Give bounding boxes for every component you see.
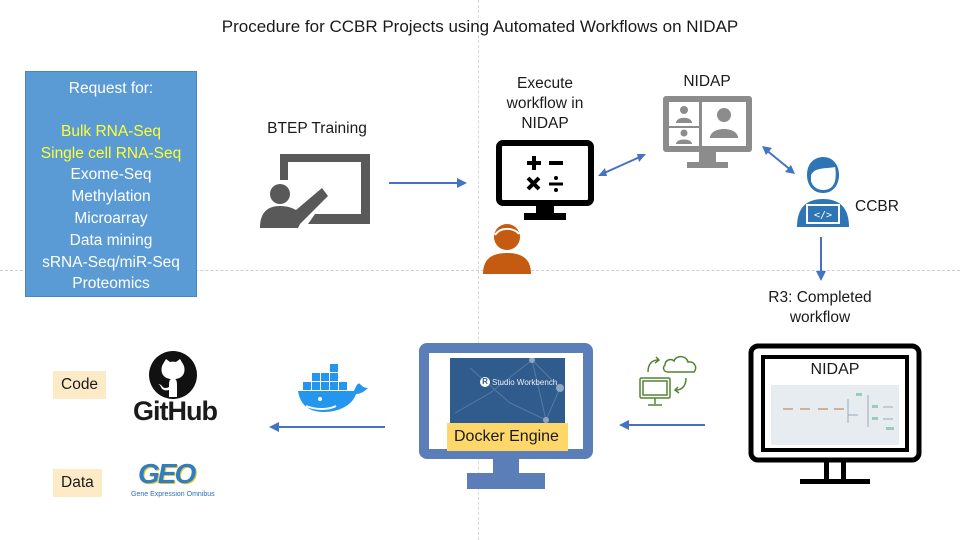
completed-label-line: R3: Completed [768,289,872,306]
execute-label: Execute workflow in NIDAP [485,74,605,134]
geo-subtext: Gene Expression Omnibus [131,491,215,498]
docker-engine-label: Docker Engine [447,423,568,451]
developer-icon: </> [795,155,851,229]
request-item: Bulk RNA-Seq [61,122,161,140]
slide-guide-vertical [478,0,479,540]
code-tag: Code [53,371,107,399]
completed-label-line: workflow [789,309,851,326]
request-box: Request for: Bulk RNA-Seq Single cell RN… [25,71,197,297]
arrow-ccbr-to-completed [815,237,827,283]
presenter-icon [258,150,376,230]
request-item: Methylation [71,188,151,206]
github-wordmark: GitHub [133,396,218,426]
request-header: Request for: [68,80,154,97]
arrow-nidap-ccbr [761,145,797,175]
completed-screen-label: NIDAP [810,361,860,378]
execute-label-line: Execute [516,75,573,92]
arrow-docker-to-outputs [267,421,387,433]
rstudio-logo-icon: R [480,377,490,387]
request-item: Data mining [69,231,153,249]
docker-whale-icon [298,362,370,414]
nidap-label: NIDAP [683,73,731,90]
svg-text:</>: </> [814,210,832,221]
geo-logo: GEO [138,458,196,489]
rstudio-workbench-screen: R Studio Workbench [450,358,565,424]
slide-guide-horizontal [0,270,960,271]
request-item: Proteomics [72,275,150,293]
completed-label: R3: Completed workflow [745,288,895,328]
rstudio-brand: Studio Workbench [492,377,558,387]
data-tag: Data [53,469,102,497]
monitor-workflow-icon [748,343,922,491]
user-person-icon [483,222,535,276]
arrow-btep-to-execute [389,177,469,189]
btep-label: BTEP Training [267,120,367,137]
calculator-monitor-icon [496,140,594,224]
video-conference-monitor-icon [661,94,754,172]
cloud-sync-icon [636,350,702,410]
execute-label-line: workflow in [506,95,584,112]
ccbr-label: CCBR [855,198,899,215]
page-title: Procedure for CCBR Projects using Automa… [221,17,739,36]
github-icon [147,350,199,400]
arrow-completed-to-docker [617,419,707,431]
request-item: Microarray [74,209,148,227]
request-item: Single cell RNA-Seq [40,144,182,162]
arrow-execute-nidap [596,150,648,180]
request-item: Exome-Seq [70,166,152,184]
execute-label-line: NIDAP [521,115,569,132]
request-item: sRNA-Seq/miR-Seq [42,253,180,271]
